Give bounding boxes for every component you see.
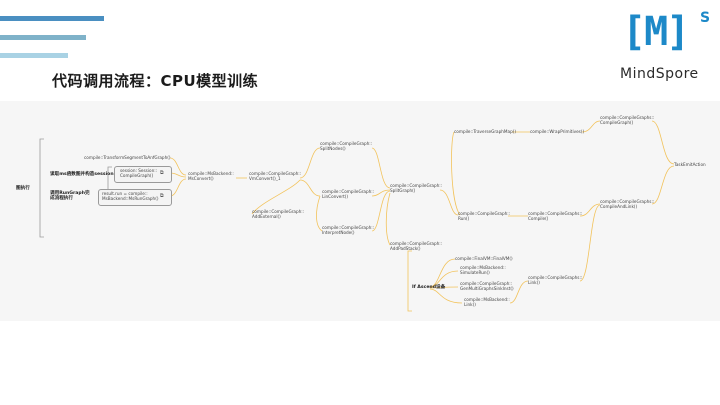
split-nodes-line1: compile::CompileGraph::: [320, 141, 373, 146]
add-pad-stack-line2: AddPadStack(): [390, 246, 421, 251]
logo-superscript: S: [700, 10, 711, 26]
simulate-run-line1: compile::MsBackend::: [460, 265, 506, 270]
final-vm-node: compile::FinalVM::FinalVM(): [455, 256, 513, 261]
decor-bar-2: [0, 35, 86, 40]
ms-convert-line2: MsConvert(): [188, 176, 214, 181]
compile-fn-line1: compile::CompileGraphs::: [528, 211, 583, 216]
task-emit-node: TaskEmitAction: [674, 162, 706, 167]
mindspore-logo: [M] S MindSpore: [618, 8, 714, 88]
simulate-run-line2: SimulateRun(): [460, 270, 490, 275]
compile-graph-line2: CompileGraph(): [600, 120, 634, 125]
interpret-node-line2: InterpretNode(): [322, 230, 355, 235]
lin-convert-line2: LinConvert(): [322, 194, 348, 199]
run-fn-line1: compile::CompileGraph::: [458, 211, 511, 216]
compile-fn-line2: Compile(): [528, 216, 549, 221]
split-graph-line2: SplitGraph(): [390, 188, 416, 193]
gen-multi-line2: GenMultiGraphsSinkInst(): [460, 286, 514, 291]
decor-bar-3: [0, 53, 68, 58]
link-out-line2: Link(): [528, 280, 540, 285]
mindmap-panel: 图执行 读取ms函数图并构造session 调用RunGraph完成流程执行 c…: [0, 101, 720, 321]
add-external-line2: AddExternal(): [252, 214, 281, 219]
run-note-icon: ⧉: [160, 193, 164, 199]
compile-and-link-line2: CompileAndLink(): [600, 204, 638, 209]
compile-and-link-line1: compile::CompileGraphs::: [600, 199, 655, 204]
session-line2: CompileGraph(): [120, 173, 154, 178]
session-line1: session: Session::: [120, 168, 158, 173]
add-pad-stack-line1: compile::CompileGraph::: [390, 241, 443, 246]
ascend-node: If Ascend设备: [412, 285, 446, 290]
gen-multi-line1: compile::CompileGraph::: [460, 281, 513, 286]
root-node: 图执行: [16, 186, 30, 191]
group-session-label: 读取ms函数图并构造session: [50, 172, 114, 177]
traverse-node: compile::TraverseGraphMap(): [454, 129, 517, 134]
run-fn-line2: Run(): [458, 216, 470, 221]
link-out-line1: compile::CompileGraphs::: [528, 275, 583, 280]
split-nodes-line2: SplitNodes(): [320, 146, 346, 151]
mindmap-edges: [39, 120, 675, 312]
ms-convert-line1: compile::MsBackend::: [188, 171, 234, 176]
decor-bar-1: [0, 16, 104, 21]
vm-convert-line1: compile::CompileGraph::: [249, 171, 302, 176]
vm-convert-line2: VmConvert()_1: [249, 176, 281, 181]
link-line1: compile::MsBackend::: [464, 297, 510, 302]
page-title: 代码调用流程：CPU模型训练: [52, 72, 259, 90]
run-line2: MsBackend::MsRunGraph(): [102, 196, 159, 201]
compile-graph-line1: compile::CompileGraphs::: [600, 115, 655, 120]
interpret-node-line1: compile::CompileGraph::: [322, 225, 375, 230]
run-line1: result.run = compile::: [102, 191, 148, 196]
run-box: [98, 189, 172, 206]
logo-mark: [M]: [622, 9, 690, 55]
split-graph-line1: compile::CompileGraph::: [390, 183, 443, 188]
link-line2: Link(): [464, 302, 476, 307]
logo-text: MindSpore: [620, 66, 699, 82]
session-box: [114, 166, 172, 183]
group-run-label: 调用RunGraph完成流程执行: [50, 191, 90, 201]
wrap-primitives-node: compile::WrapPrimitives(): [530, 129, 585, 134]
add-external-line1: compile::CompileGraph::: [252, 209, 305, 214]
lin-convert-line1: compile::CompileGraph::: [322, 189, 375, 194]
transform-node: compile::TransformSegmentToAnfGraph(): [84, 155, 171, 160]
session-note-icon: ⧉: [160, 170, 164, 176]
